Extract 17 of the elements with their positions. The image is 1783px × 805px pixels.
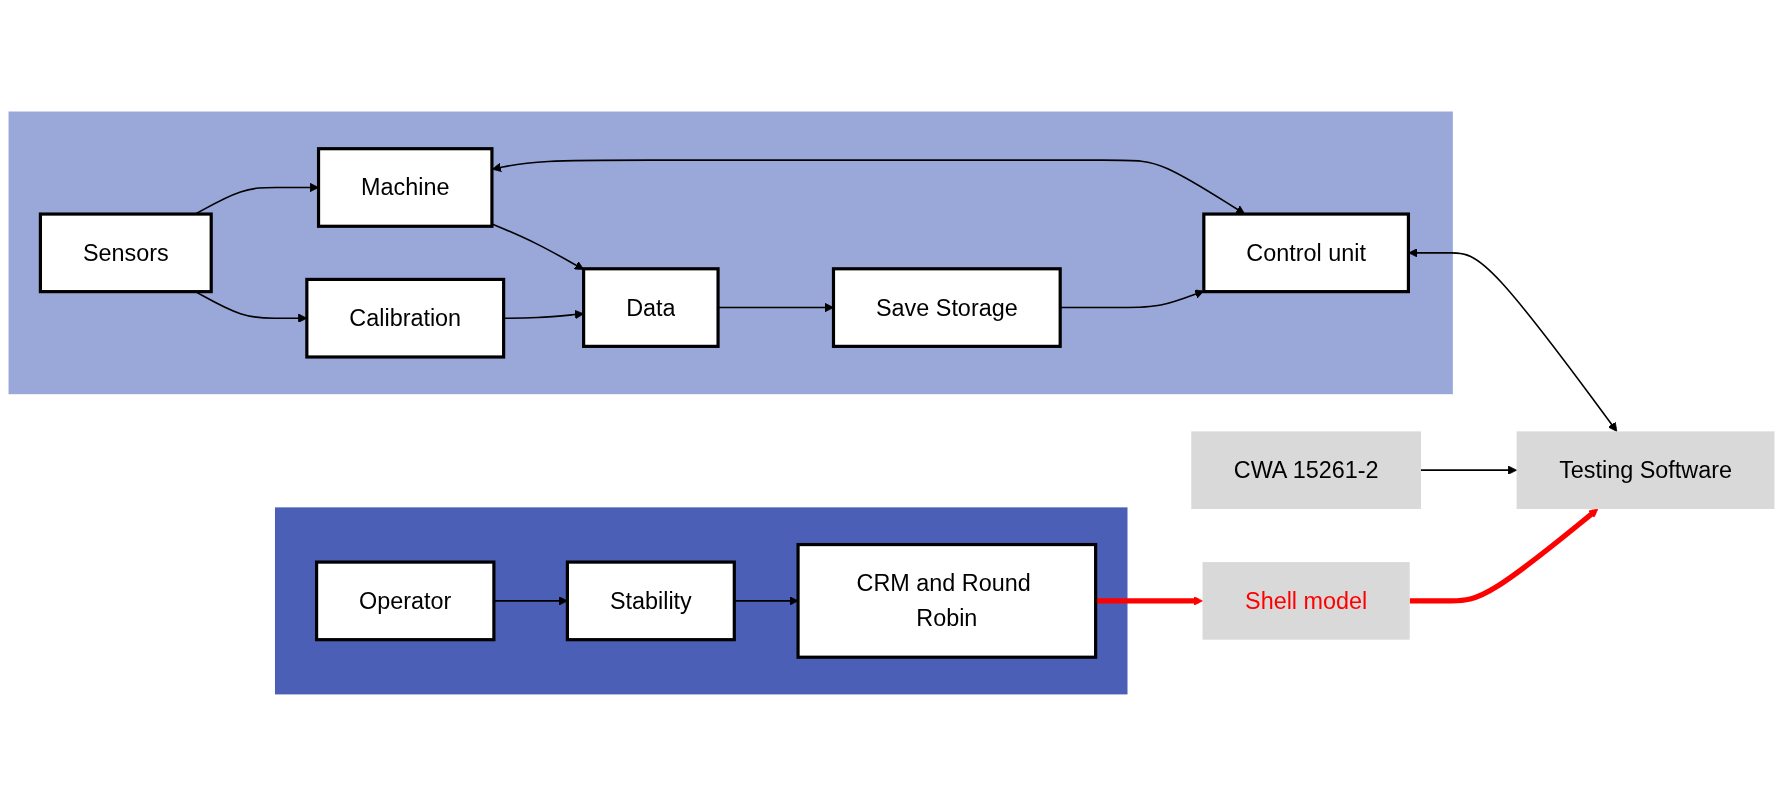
- node-box: Operator: [315, 560, 496, 641]
- node-box: Calibration: [305, 277, 506, 359]
- node-box: Shell model: [1202, 561, 1410, 640]
- node-box: Save Storage: [831, 266, 1062, 348]
- arrow: [1409, 508, 1599, 604]
- node-box: Sensors: [38, 212, 213, 293]
- cluster: [274, 506, 1128, 694]
- node-box: Stability: [565, 560, 736, 641]
- node-box: Control unit: [1202, 212, 1410, 293]
- node-box: Testing Software: [1516, 430, 1775, 509]
- node-box: CWA 15261-2: [1191, 430, 1421, 509]
- arrow: [491, 222, 585, 270]
- node-box: CRM and Round Robin: [796, 542, 1098, 659]
- arrow: [1420, 465, 1518, 475]
- cluster: [8, 111, 1453, 394]
- node-box: Machine: [316, 146, 494, 228]
- node-box: Data: [582, 266, 720, 348]
